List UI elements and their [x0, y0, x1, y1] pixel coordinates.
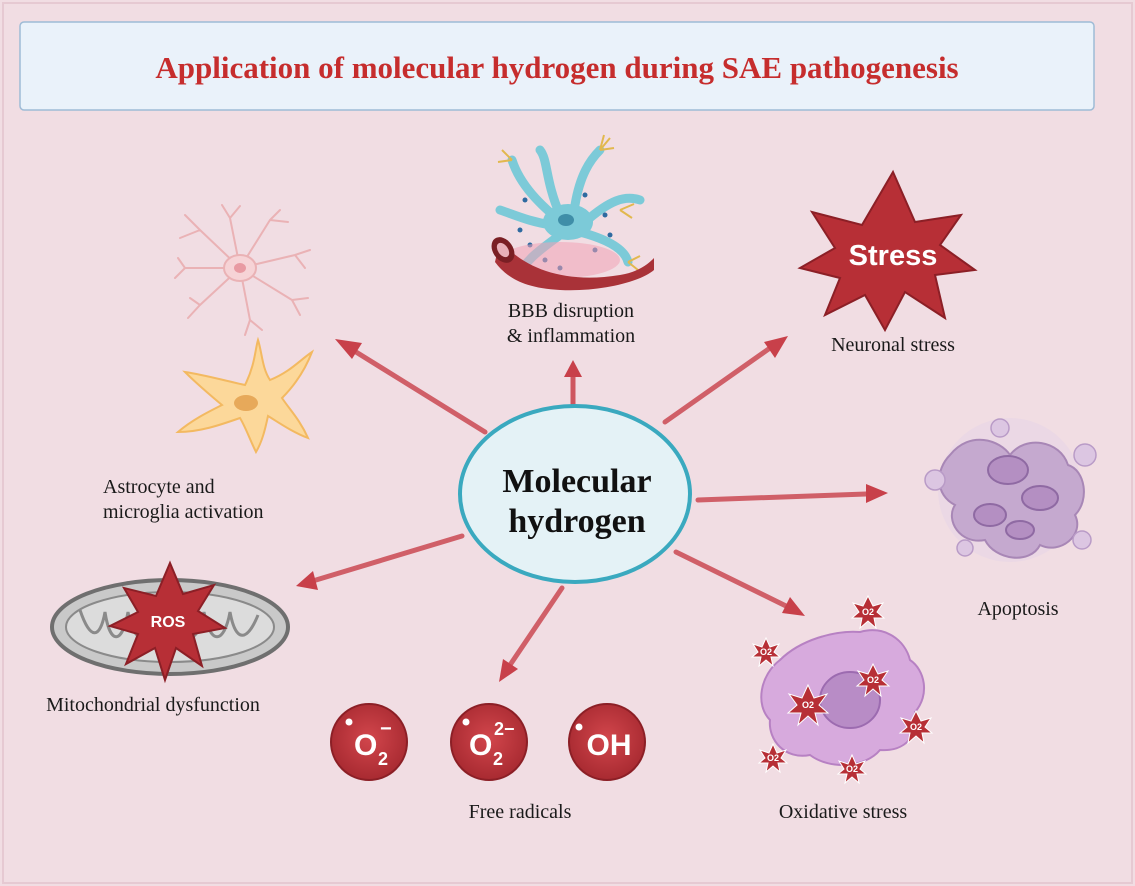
center-label-line2: hydrogen: [508, 503, 645, 540]
bbb-label-line2: & inflammation: [507, 325, 635, 347]
free-radicals-label: Free radicals: [469, 801, 572, 823]
astrocyte-label-line2: microglia activation: [103, 501, 264, 523]
arrow-to-neuronal-stress: [662, 336, 788, 425]
apoptosis-illustration: [924, 418, 1097, 562]
astrocyte-illustration: [175, 336, 315, 455]
microglia-illustration: [174, 204, 311, 336]
center-node: Molecular hydrogen: [458, 404, 692, 584]
radical-superoxide-sup: −: [380, 718, 392, 740]
ros-badge-text: ROS: [151, 614, 186, 631]
arrow-to-oxidative-stress: [673, 549, 805, 616]
astrocyte-label-line1: Astrocyte and: [103, 476, 215, 498]
o2-burst-text: O2: [802, 700, 814, 710]
o2-bursts: O2 O2 O2 O2 O2 O2 O2: [750, 594, 934, 785]
o2-burst: O2: [855, 662, 891, 698]
radical-peroxide: O 2 2−: [450, 703, 528, 781]
oxidative-stress-label: Oxidative stress: [779, 801, 908, 823]
o2-burst: O2: [750, 636, 782, 668]
radical-superoxide-sub: 2: [378, 749, 388, 769]
radical-peroxide-sup: 2−: [494, 719, 515, 739]
o2-burst-text: O2: [760, 647, 772, 657]
o2-burst-text: O2: [846, 764, 858, 774]
arrow-to-apoptosis: [695, 484, 888, 503]
center-label-line1: Molecular: [502, 463, 651, 500]
mitochondria-label: Mitochondrial dysfunction: [46, 694, 260, 716]
radical-hydroxyl: OH: [568, 703, 646, 781]
o2-burst: O2: [850, 594, 886, 630]
radical-hydroxyl-main: OH: [587, 729, 632, 762]
arrow-to-free-radicals: [499, 585, 565, 682]
apoptosis-label: Apoptosis: [977, 598, 1058, 620]
bbb-label-line1: BBB disruption: [508, 300, 634, 322]
page-title: Application of molecular hydrogen during…: [155, 50, 958, 85]
arrow-to-mitochondria: [296, 533, 465, 590]
o2-burst-text: O2: [910, 722, 922, 732]
o2-burst: O2: [836, 753, 868, 785]
arrow-to-astrocyte: [335, 339, 488, 435]
o2-burst: O2: [786, 683, 830, 727]
title-box: Application of molecular hydrogen during…: [19, 21, 1095, 111]
o2-burst-text: O2: [862, 607, 874, 617]
radical-superoxide-main: O: [354, 729, 377, 762]
o2-burst-text: O2: [767, 753, 779, 763]
o2-burst-text: O2: [867, 675, 879, 685]
radical-peroxide-sub: 2: [493, 749, 503, 769]
o2-burst: O2: [757, 742, 789, 774]
arrows: [296, 336, 888, 682]
radical-superoxide: O 2 −: [330, 703, 408, 781]
radical-peroxide-main: O: [469, 729, 492, 762]
o2-burst: O2: [898, 709, 934, 745]
ros-badge: ROS: [107, 560, 228, 684]
stress-badge-text: Stress: [849, 240, 938, 272]
bbb-illustration: [491, 134, 654, 291]
arrow-to-bbb: [564, 360, 582, 405]
stress-badge: Stress: [797, 169, 978, 333]
neuronal-stress-label: Neuronal stress: [831, 334, 955, 356]
